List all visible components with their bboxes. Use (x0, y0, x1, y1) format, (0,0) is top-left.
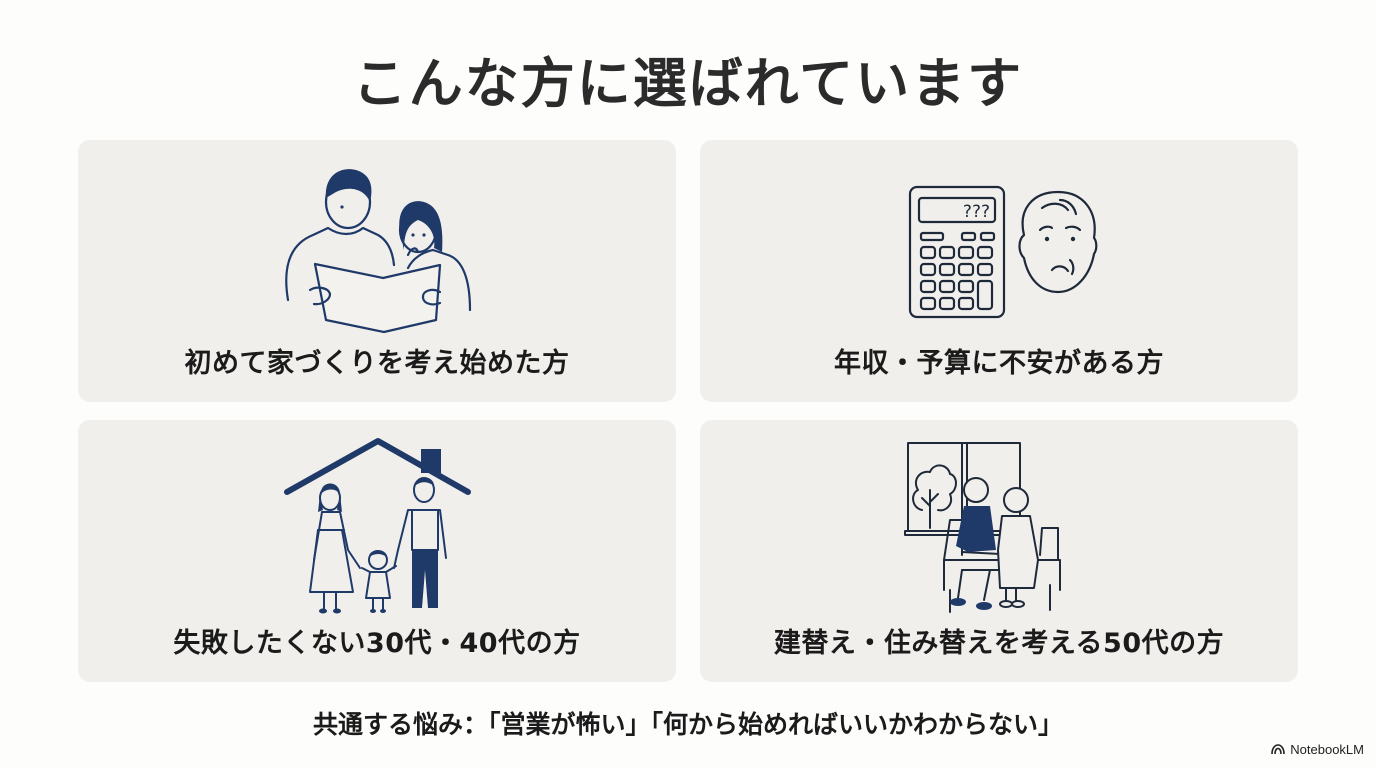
card-label: 年収・予算に不安がある方 (834, 348, 1164, 379)
common-concerns-text: 共通する悩み：「営業が怖い」「何から始めればいいかわからない」 (312, 710, 1063, 739)
page-title: こんな方に選ばれています (352, 52, 1024, 115)
card-first-time-builders: 初めて家づくりを考え始めた方 (78, 140, 676, 402)
card-label: 建替え・住み替えを考える50代の方 (773, 628, 1225, 659)
brand-name: NotebookLM (1290, 742, 1364, 757)
notebooklm-watermark: NotebookLM (1271, 742, 1364, 757)
card-label: 初めて家づくりを考え始めた方 (184, 348, 570, 379)
calculator-worried-face-icon: ??? (700, 140, 1298, 340)
card-30s-40s: 失敗したくない30代・40代の方 (78, 420, 676, 682)
notebooklm-logo-icon (1271, 744, 1286, 755)
family-under-roof-icon (78, 420, 676, 620)
couple-reading-plans-icon (78, 140, 676, 340)
senior-couple-bench-icon (700, 420, 1298, 620)
calculator-display-text: ??? (963, 202, 990, 222)
card-50s-rebuild: 建替え・住み替えを考える50代の方 (700, 420, 1298, 682)
card-budget-concerns: ??? 年収・予算に不安がある方 (700, 140, 1298, 402)
card-label: 失敗したくない30代・40代の方 (173, 628, 581, 659)
